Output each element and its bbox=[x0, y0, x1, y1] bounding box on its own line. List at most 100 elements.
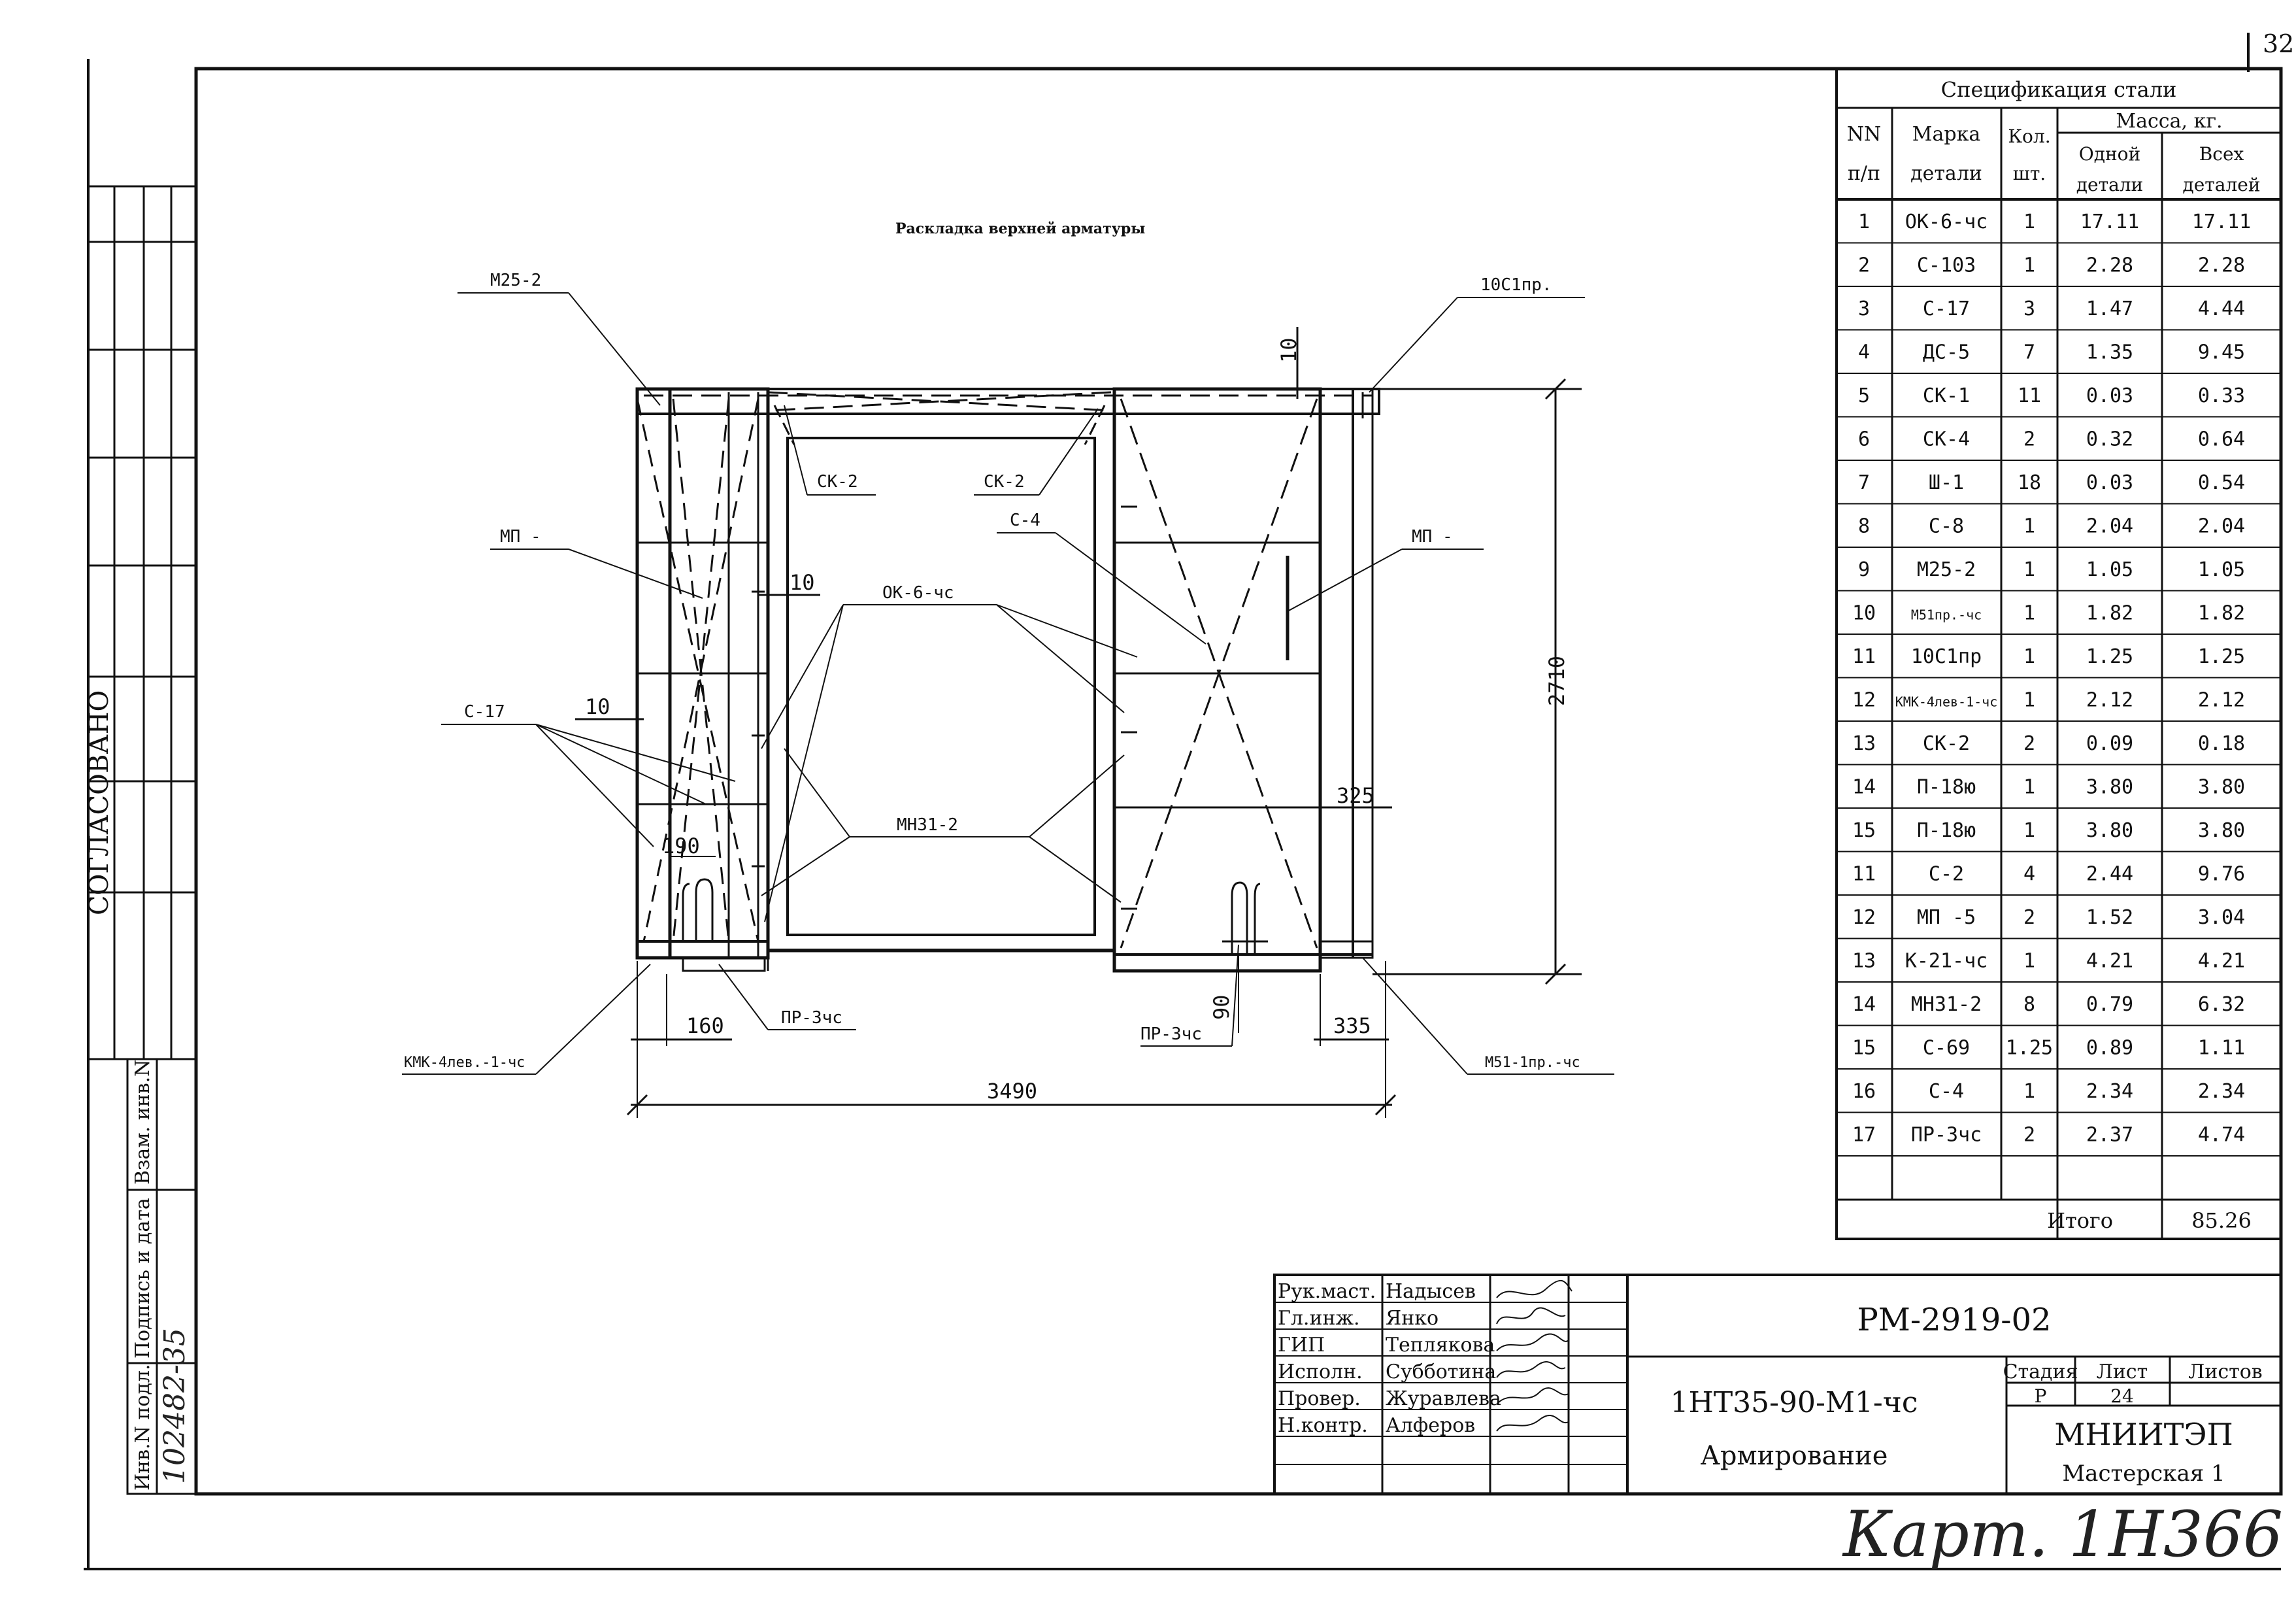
spec-cell-mass-one: 2.04 bbox=[2086, 515, 2133, 538]
spec-cell-mark: М51пр.-чс bbox=[1911, 607, 1982, 623]
spec-cell-qty: 1 bbox=[2023, 558, 2035, 581]
leader-labels: М25-2 10С1пр. СК-2 СК-2 С-4 МП - МП - ОК… bbox=[402, 271, 1614, 1075]
spec-cell-qty: 1 bbox=[2023, 254, 2035, 277]
spec-cell-mass-one: 0.09 bbox=[2086, 732, 2133, 755]
spec-cell-nn: 13 bbox=[1852, 950, 1876, 973]
spec-cell-mass-all: 1.25 bbox=[2198, 645, 2245, 668]
spec-cell-nn: 4 bbox=[1858, 341, 1870, 364]
spec-cell-mass-one: 2.37 bbox=[2086, 1124, 2133, 1147]
spec-cell-mark: 10С1пр bbox=[1911, 645, 1982, 668]
spec-cell-mass-one: 1.47 bbox=[2086, 297, 2133, 320]
header-one2: детали bbox=[2076, 174, 2143, 195]
label-kmk: КМК-4лев.-1-чс bbox=[404, 1055, 525, 1071]
inv-number-handwritten: 102482-35 bbox=[158, 1328, 191, 1484]
label-ok6: ОК-6-чс bbox=[882, 583, 954, 603]
tb-person-name: Янко bbox=[1386, 1307, 1439, 1330]
spec-cell-qty: 1 bbox=[2023, 950, 2035, 973]
spec-cell-mass-one: 0.79 bbox=[2086, 993, 2133, 1016]
inv-orig-label: Инв.N подл. bbox=[131, 1364, 154, 1491]
spec-cell-qty: 2 bbox=[2023, 906, 2035, 929]
tb-role-label: Гл.инж. bbox=[1278, 1307, 1360, 1330]
header-one: Одной bbox=[2079, 143, 2140, 165]
spec-cell-nn: 14 bbox=[1852, 993, 1876, 1016]
tb-person-name: Журавлева bbox=[1386, 1387, 1501, 1410]
spec-cell-mark: С-69 bbox=[1923, 1037, 1970, 1060]
spec-cell-nn: 11 bbox=[1852, 645, 1876, 668]
object-code: 1НТ35-90-М1-чс bbox=[1670, 1386, 1918, 1419]
spec-cell-qty: 2 bbox=[2023, 1124, 2035, 1147]
spec-table: Спецификация стали NN п/п Марка детали К… bbox=[1835, 67, 2282, 1240]
dim-10-left: 10 bbox=[585, 694, 610, 719]
spec-cell-mark: ПР-3чс bbox=[1911, 1124, 1982, 1147]
dim-90: 90 bbox=[1209, 994, 1234, 1020]
dim-2710: 2710 bbox=[1544, 656, 1569, 706]
spec-cell-nn: 2 bbox=[1858, 254, 1870, 277]
spec-cell-mark: П-18ю bbox=[1917, 819, 1976, 842]
spec-cell-mass-all: 0.64 bbox=[2198, 428, 2245, 451]
spec-cell-mass-one: 1.82 bbox=[2086, 602, 2133, 625]
header-mass: Масса, кг. bbox=[2116, 110, 2222, 133]
spec-cell-qty: 18 bbox=[2018, 471, 2041, 494]
stage-value: Р bbox=[2035, 1385, 2047, 1407]
spec-cell-mass-one: 2.44 bbox=[2086, 863, 2133, 886]
spec-cell-nn: 16 bbox=[1852, 1080, 1876, 1103]
spec-cell-mark: С-2 bbox=[1929, 863, 1964, 886]
spec-cell-mass-all: 17.11 bbox=[2192, 211, 2251, 233]
spec-cell-mass-all: 1.82 bbox=[2198, 602, 2245, 625]
spec-cell-nn: 12 bbox=[1852, 906, 1876, 929]
organization: МНИИТЭП bbox=[2054, 1417, 2233, 1452]
label-pr3-left: ПР-3чс bbox=[781, 1008, 842, 1028]
header-qty2: шт. bbox=[2013, 163, 2046, 184]
spec-cell-mark: СК-4 bbox=[1923, 428, 1970, 451]
label-mp-right: МП - bbox=[1412, 527, 1453, 547]
spec-cell-nn: 15 bbox=[1852, 1037, 1876, 1060]
spec-cell-mass-all: 6.32 bbox=[2198, 993, 2245, 1016]
dim-160: 160 bbox=[686, 1013, 724, 1038]
archive-note: Карт. 1Н366 bbox=[1842, 1498, 2283, 1571]
sheet-label: Лист bbox=[2097, 1360, 2148, 1383]
tb-role-label: Провер. bbox=[1278, 1387, 1361, 1410]
tb-person-name: Алферов bbox=[1386, 1414, 1475, 1437]
label-ck2-left: СК-2 bbox=[817, 472, 858, 492]
approved-label: СОГЛАСОВАНО bbox=[84, 690, 114, 915]
spec-cell-mass-one: 0.03 bbox=[2086, 384, 2133, 407]
spec-cell-mass-all: 2.12 bbox=[2198, 689, 2245, 712]
spec-cell-mass-all: 9.45 bbox=[2198, 341, 2245, 364]
inventory-stamp: Инв.N подл. Подпись и дата Взам. инв.N 1… bbox=[126, 1058, 197, 1495]
spec-cell-mark: КМК-4лев-1-чс bbox=[1895, 694, 1998, 710]
spec-cell-mark: ОК-6-чс bbox=[1905, 211, 1988, 233]
spec-cell-mass-one: 0.89 bbox=[2086, 1037, 2133, 1060]
spec-cell-mass-one: 1.05 bbox=[2086, 558, 2133, 581]
spec-cell-mass-one: 3.80 bbox=[2086, 819, 2133, 842]
spec-cell-mass-all: 0.18 bbox=[2198, 732, 2245, 755]
label-ck2-right: СК-2 bbox=[984, 472, 1025, 492]
spec-cell-mark: Ш-1 bbox=[1929, 471, 1964, 494]
spec-cell-mark: К-21-чс bbox=[1905, 950, 1988, 973]
dim-335: 335 bbox=[1333, 1013, 1371, 1038]
total-label: Итого bbox=[2047, 1208, 2113, 1233]
dim-325: 325 bbox=[1337, 783, 1374, 808]
spec-cell-mark: М25-2 bbox=[1917, 558, 1976, 581]
right-panel bbox=[1112, 387, 1322, 973]
header-all: Всех bbox=[2199, 143, 2244, 165]
spec-cell-nn: 15 bbox=[1852, 819, 1876, 842]
spec-cell-qty: 1 bbox=[2023, 819, 2035, 842]
spec-cell-nn: 9 bbox=[1858, 558, 1870, 581]
spec-cell-qty: 2 bbox=[2023, 428, 2035, 451]
header-mark2: детали bbox=[1910, 162, 1982, 185]
sheets-label: Листов bbox=[2188, 1360, 2262, 1383]
spec-cell-mass-one: 2.28 bbox=[2086, 254, 2133, 277]
label-pr3-right: ПР-3чс bbox=[1140, 1024, 1202, 1044]
spec-cell-mass-all: 0.33 bbox=[2198, 384, 2245, 407]
spec-cell-nn: 13 bbox=[1852, 732, 1876, 755]
spec-cell-mass-one: 4.21 bbox=[2086, 950, 2133, 973]
spec-cell-qty: 1 bbox=[2023, 211, 2035, 233]
spec-cell-mark: С-4 bbox=[1929, 1080, 1964, 1103]
spec-cell-mass-all: 9.76 bbox=[2198, 863, 2245, 886]
spec-cell-qty: 1 bbox=[2023, 776, 2035, 799]
label-m25-2: М25-2 bbox=[490, 271, 541, 290]
spec-cell-qty: 8 bbox=[2023, 993, 2035, 1016]
